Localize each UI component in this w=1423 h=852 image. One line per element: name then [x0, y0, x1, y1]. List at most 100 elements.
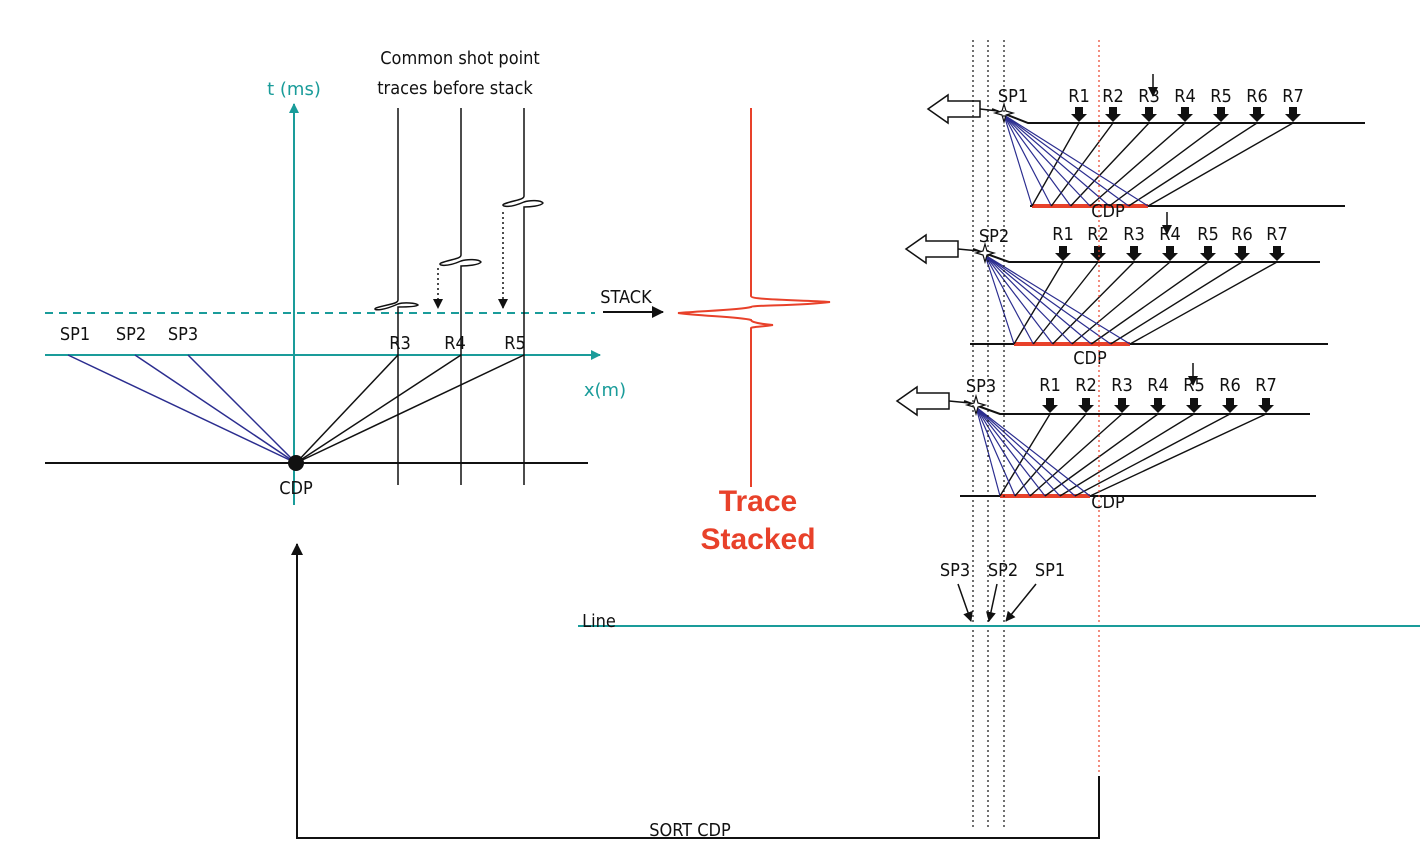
- shot-ray: [67, 354, 297, 464]
- down-ray: [984, 254, 1073, 345]
- receiver-label: R1: [1068, 86, 1090, 107]
- left-panel: t (ms) x(m) CDP SP1 SP2 SP3 R3 R4 R5 Com…: [45, 48, 626, 505]
- shot-label: SP3: [168, 324, 198, 345]
- up-ray: [1014, 413, 1087, 497]
- receiver-label: R3: [1138, 86, 1160, 107]
- traces-heading-line1: Common shot point: [380, 48, 539, 69]
- up-ray: [1110, 261, 1243, 345]
- source-arrow-icon: [895, 385, 950, 417]
- receiver-arrow-icon: [1177, 107, 1193, 122]
- sort-connector: [291, 543, 1100, 839]
- down-ray: [1003, 114, 1072, 207]
- shot-ray: [134, 354, 297, 464]
- receiver-arrow-icon: [1162, 246, 1178, 261]
- receiver-arrow-icon: [1090, 246, 1106, 261]
- down-ray: [984, 254, 1034, 345]
- up-ray: [1070, 122, 1150, 207]
- down-ray: [975, 406, 1091, 497]
- up-ray: [999, 413, 1051, 497]
- up-ray: [1074, 413, 1231, 497]
- receiver-arrow-icon: [1269, 246, 1285, 261]
- surface-line: [991, 108, 1365, 124]
- receiver-arrow-icon: [1186, 398, 1202, 413]
- receiver-label: R3: [1123, 224, 1145, 245]
- receiver-arrow-icon: [1222, 398, 1238, 413]
- down-ray: [984, 254, 1092, 345]
- down-ray: [1003, 114, 1091, 207]
- up-ray: [1013, 261, 1064, 345]
- receiver-arrow-icon: [1071, 107, 1087, 122]
- surface-line: [972, 248, 1320, 263]
- seismic-trace: [374, 108, 420, 485]
- traces-heading-line2: traces before stack: [377, 78, 533, 99]
- up-ray: [1032, 261, 1099, 345]
- shot-label: SP1: [60, 324, 90, 345]
- receiver-label: R2: [1102, 86, 1124, 107]
- up-ray: [1129, 261, 1278, 345]
- receiver-label: R2: [1075, 375, 1097, 396]
- down-ray: [1003, 114, 1033, 207]
- time-axis-label: t (ms): [267, 79, 321, 100]
- receiver-label: R7: [1282, 86, 1304, 107]
- seismic-trace: [439, 108, 482, 485]
- down-ray: [1003, 114, 1149, 207]
- stacked-trace-label-line1: Trace: [719, 485, 797, 518]
- receiver-label: R4: [1174, 86, 1196, 107]
- receiver-ray: [295, 354, 462, 464]
- down-ray: [975, 406, 1061, 497]
- cdp-label: CDP: [279, 478, 313, 499]
- receiver-label: R4: [1147, 375, 1169, 396]
- receiver-label: R4: [444, 333, 466, 354]
- down-ray: [984, 254, 1015, 345]
- shot-label: SP2: [116, 324, 146, 345]
- line-shot-label: SP2: [988, 560, 1018, 581]
- cdp-label: CDP: [1091, 201, 1125, 222]
- line-shot-pointer: [957, 583, 973, 622]
- receiver-label: R6: [1231, 224, 1253, 245]
- receiver-arrow-icon: [1114, 398, 1130, 413]
- receiver-label: R5: [1210, 86, 1232, 107]
- source-arrow-icon: [926, 93, 981, 125]
- up-ray: [1031, 122, 1080, 207]
- receiver-arrow-icon: [1150, 398, 1166, 413]
- receiver-arrow-icon: [1249, 107, 1265, 122]
- receiver-arrow-icon: [1126, 246, 1142, 261]
- line-shot-pointer: [1005, 583, 1037, 622]
- receiver-label: R4: [1159, 224, 1181, 245]
- up-ray: [1147, 122, 1294, 207]
- receiver-arrow-icon: [1258, 398, 1274, 413]
- receiver-label: R6: [1219, 375, 1241, 396]
- shot-ray: [187, 354, 297, 464]
- up-ray: [1059, 413, 1195, 497]
- up-ray: [1108, 122, 1222, 207]
- receiver-label: R1: [1039, 375, 1061, 396]
- cdp-label: CDP: [1091, 492, 1125, 513]
- receiver-label: R5: [504, 333, 526, 354]
- receiver-label: R2: [1087, 224, 1109, 245]
- down-ray: [1003, 114, 1130, 207]
- stack-label: STACK: [600, 287, 652, 308]
- receiver-label: R3: [1111, 375, 1133, 396]
- shot-point-star-icon: [973, 241, 997, 265]
- receiver-ray: [295, 354, 525, 464]
- receiver-arrow-icon: [1200, 246, 1216, 261]
- up-ray: [1071, 261, 1171, 345]
- cdp-label: CDP: [1073, 348, 1107, 369]
- receiver-label: R1: [1052, 224, 1074, 245]
- up-ray: [1044, 413, 1159, 497]
- receiver-label: R3: [389, 333, 411, 354]
- line-shot-pointer: [986, 583, 998, 622]
- line-shot-label: SP3: [940, 560, 970, 581]
- sort-cdp-label: SORT CDP: [649, 820, 731, 841]
- down-ray: [1003, 114, 1110, 207]
- seismic-trace: [502, 108, 544, 485]
- up-ray: [1029, 413, 1123, 497]
- source-connector: [948, 400, 971, 404]
- down-ray: [975, 406, 1031, 497]
- receiver-ray: [295, 354, 399, 464]
- receiver-arrow-icon: [1055, 246, 1071, 261]
- survey-line-section: Line SP3 SP2 SP1: [578, 560, 1420, 632]
- shot-point-star-icon: [964, 393, 988, 417]
- shot-label: SP2: [979, 226, 1009, 247]
